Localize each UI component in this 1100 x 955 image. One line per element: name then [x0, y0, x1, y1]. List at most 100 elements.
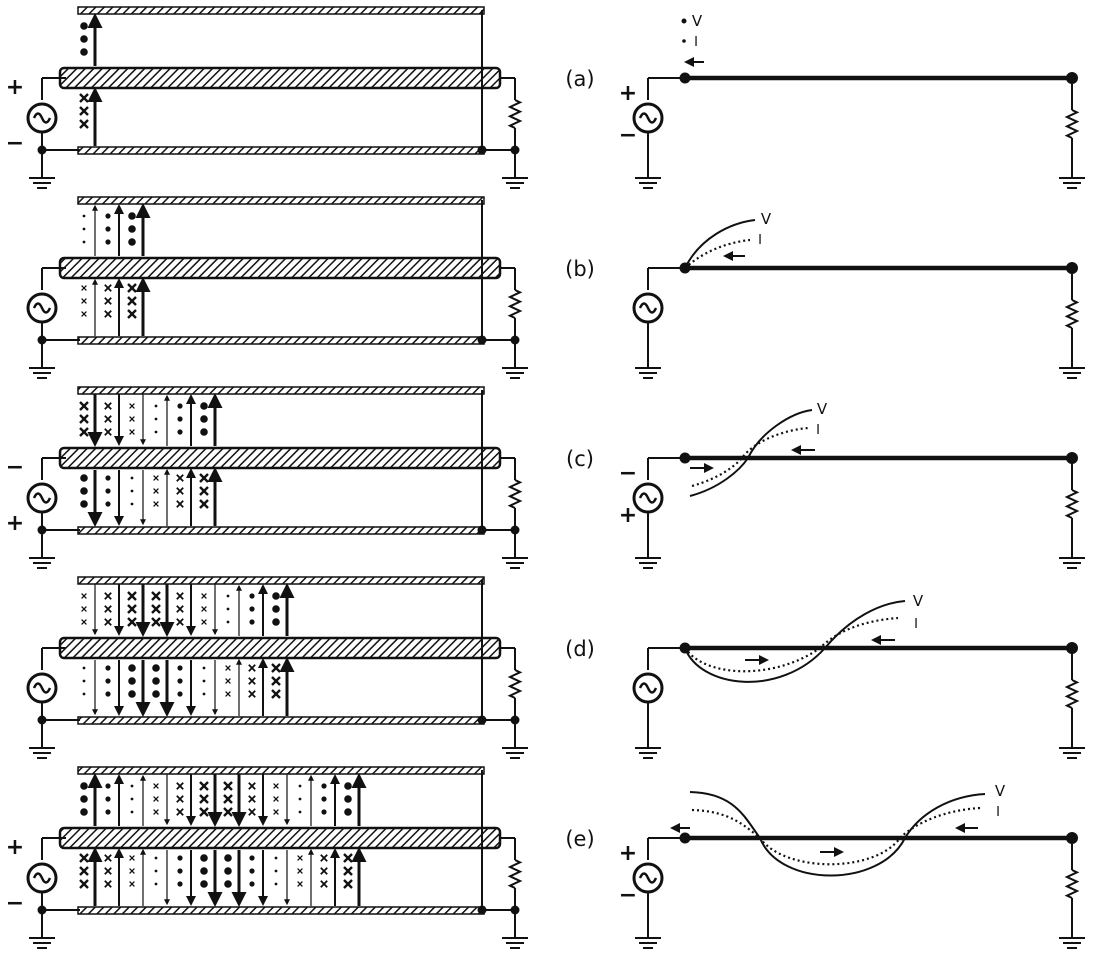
field-bottom-dot — [249, 855, 255, 861]
field-top-cross — [104, 618, 112, 626]
cross-stroke — [320, 880, 328, 888]
field-bottom-dot — [177, 868, 183, 874]
field-top-dot — [154, 430, 158, 434]
field-top-dot — [249, 619, 255, 625]
field-top-cross — [223, 781, 233, 791]
junction-dot — [37, 335, 47, 345]
voltage-label: V — [817, 400, 828, 418]
field-top-dot — [82, 240, 86, 244]
resistor-zigzag — [1064, 679, 1080, 709]
sine-glyph — [32, 492, 52, 504]
polarity-top: + — [619, 81, 637, 106]
cross-stroke — [79, 93, 89, 103]
center-conductor — [58, 256, 502, 280]
cross-stroke — [248, 795, 256, 803]
junction-dot — [37, 525, 47, 535]
ac-source-icon — [632, 102, 664, 134]
cross-stroke — [199, 781, 209, 791]
field-bottom-cross — [153, 488, 159, 494]
ground-icon — [502, 360, 528, 379]
panel-label: (a) — [565, 67, 594, 91]
field-top-dot — [177, 429, 183, 435]
field-bottom-cross — [199, 486, 209, 496]
field-top-cross — [223, 807, 233, 817]
field-top-cross — [153, 796, 159, 802]
resistor-zigzag — [1064, 299, 1080, 329]
field-top-dot — [298, 810, 302, 814]
sine-glyph — [32, 112, 52, 124]
field-bottom-dot — [130, 476, 134, 480]
cross-stroke — [225, 691, 231, 697]
field-bottom-cross — [104, 284, 112, 292]
voltage-wave — [684, 600, 906, 683]
cross-stroke — [151, 591, 161, 601]
field-top-cross — [104, 402, 112, 410]
wave-curves: VI — [684, 210, 772, 269]
ground-icon — [29, 360, 55, 379]
cross-stroke — [104, 854, 112, 862]
cross-stroke — [151, 617, 161, 627]
line-view: VI — [632, 210, 1085, 379]
field-bottom-dot — [105, 665, 111, 671]
cross-stroke — [127, 617, 137, 627]
field-bottom-cross — [127, 296, 137, 306]
field-top-dot — [298, 784, 302, 788]
field-top-cross — [273, 796, 279, 802]
field-top-dot — [80, 48, 88, 56]
cross-stroke — [248, 690, 256, 698]
field-top-dot — [105, 809, 111, 815]
field-top-cross — [199, 807, 209, 817]
field-view — [26, 196, 528, 379]
cross-stroke — [248, 664, 256, 672]
cross-stroke — [79, 853, 89, 863]
polarity-bottom: − — [619, 123, 637, 148]
current-wave — [691, 806, 981, 866]
cross-stroke — [223, 794, 233, 804]
panel-label: (b) — [565, 257, 595, 281]
ac-source-icon — [632, 482, 664, 514]
cross-stroke — [79, 866, 89, 876]
field-top-cross — [79, 427, 89, 437]
field-top-cross — [273, 783, 279, 789]
field-bottom-dot — [128, 664, 136, 672]
cross-stroke — [223, 781, 233, 791]
field-top-cross — [151, 591, 161, 601]
cross-stroke — [176, 618, 184, 626]
cross-stroke — [129, 855, 135, 861]
field-bottom-cross — [79, 879, 89, 889]
ground-icon — [502, 550, 528, 569]
outer-conductor-top — [77, 576, 485, 585]
field-top-dot — [249, 593, 255, 599]
field-bottom-cross — [271, 689, 281, 699]
cross-stroke — [104, 415, 112, 423]
field-top-cross — [199, 781, 209, 791]
sine-glyph — [638, 872, 658, 884]
cross-stroke — [104, 428, 112, 436]
field-bottom-cross — [127, 309, 137, 319]
resistor-zigzag — [507, 859, 523, 889]
cross-stroke — [104, 618, 112, 626]
field-bottom-dot — [152, 677, 160, 685]
field-bottom-cross — [248, 677, 256, 685]
current-wave — [684, 616, 899, 673]
resistor-zigzag — [1064, 109, 1080, 139]
field-bottom-cross — [104, 297, 112, 305]
outer-conductor-top — [77, 196, 485, 205]
field-top-cross — [127, 591, 137, 601]
panel-label: (e) — [565, 827, 594, 851]
cross-stroke — [273, 783, 279, 789]
ground-icon — [635, 170, 661, 189]
ground-icon — [29, 550, 55, 569]
cross-stroke — [176, 808, 184, 816]
resistor-icon — [1064, 648, 1080, 740]
field-bottom-cross — [343, 879, 353, 889]
field-bottom-dot — [128, 690, 136, 698]
field-bottom-cross — [104, 880, 112, 888]
resistor-icon — [507, 648, 523, 720]
field-top-dot — [154, 404, 158, 408]
cross-stroke — [81, 593, 87, 599]
field-top-cross — [129, 429, 135, 435]
current-label: I — [694, 35, 698, 50]
current-label: I — [758, 233, 762, 248]
field-top-cross — [153, 809, 159, 815]
